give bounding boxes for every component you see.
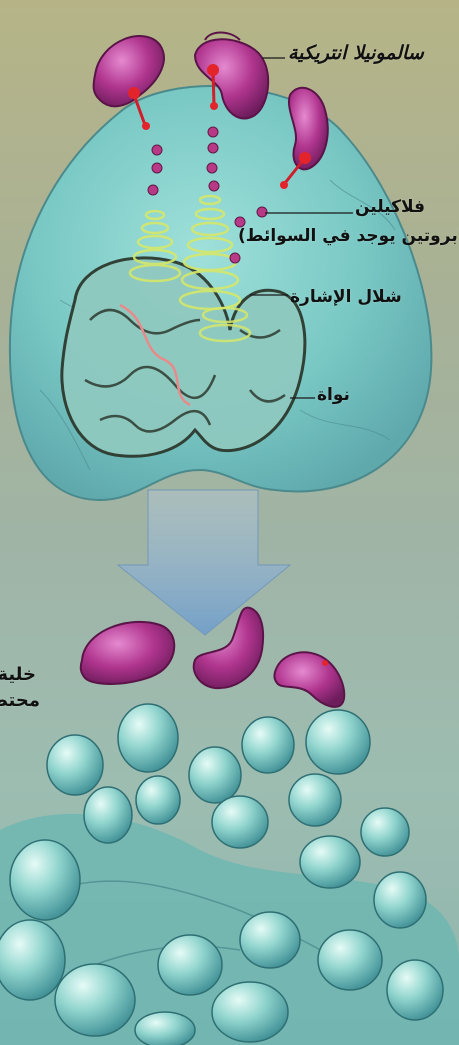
label-flagellin: فلاكيلين <box>355 197 425 217</box>
label-salmonella-enterica: سالمونيلا انتريكية <box>288 42 424 64</box>
label-dying-cell-line1: خلية <box>0 664 36 685</box>
label-nucleus: نواة <box>317 385 350 405</box>
label-signal-cascade: شلال الإشارة <box>290 287 402 307</box>
transition-arrow <box>118 490 290 635</box>
label-dying-cell-line2: محتض <box>0 690 40 711</box>
label-flagellin-description: (بروتين يوجد في السوائط) <box>238 226 459 246</box>
